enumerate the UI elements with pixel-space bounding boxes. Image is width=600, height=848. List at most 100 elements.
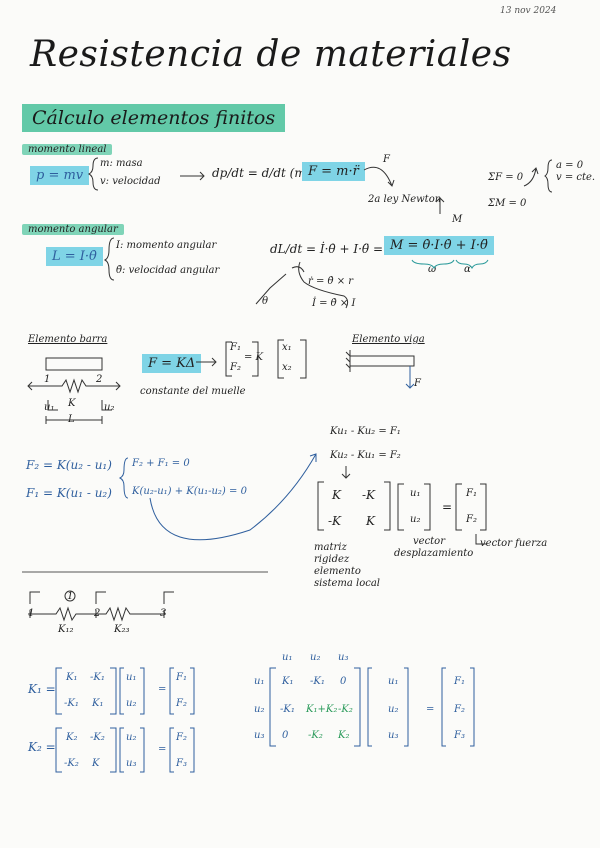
force-label: F <box>383 154 390 165</box>
cross-i: İ = θ̇ × I <box>312 298 356 309</box>
g-31: 0 <box>282 730 289 741</box>
f2: F₂ <box>230 362 241 373</box>
k1-u1: u₁ <box>126 672 137 683</box>
r2: Ku₂ - Ku₁ = F₂ <box>330 450 401 461</box>
eq-lineal-box: F = m·r̈ <box>302 162 365 181</box>
g-row3: u₃ <box>254 730 265 741</box>
brace-lineal <box>87 157 99 191</box>
m-f2: F₂ <box>466 514 477 525</box>
matriz-label: matriz rigidez elemento sistema local <box>314 542 381 589</box>
k2-12: -K₂ <box>90 732 105 743</box>
f-kd: F = KΔ <box>142 354 202 373</box>
k1-22: K₁ <box>92 698 104 709</box>
bar-f1-arrow <box>27 381 44 391</box>
g-33: K₂ <box>338 730 350 741</box>
under-w: ω <box>428 264 437 275</box>
node-1: 1 <box>44 374 51 385</box>
m-u2: u₂ <box>410 514 421 525</box>
bracket-u <box>397 483 431 531</box>
g-23: -K₂ <box>338 704 353 715</box>
g-21: -K₁ <box>280 704 295 715</box>
g-eq: = <box>426 704 435 715</box>
eq-line2: F₁ = K(u₁ - u₂) <box>26 486 112 500</box>
date: 13 nov 2024 <box>500 6 557 16</box>
underbrace-w <box>411 259 455 270</box>
def-v: v: velocidad <box>100 176 161 187</box>
bar-line <box>28 378 116 394</box>
k1-eq: = <box>158 684 167 695</box>
g-col2: u₂ <box>310 652 321 663</box>
g-f1: F₁ <box>454 676 465 687</box>
arrow-m <box>435 197 445 214</box>
m-k-21: -K <box>328 514 342 528</box>
k12: K₁₂ <box>58 624 74 635</box>
g-12: -K₁ <box>310 676 325 687</box>
bar-f2-arrow <box>104 381 121 391</box>
circle-1-label: 1 <box>67 591 74 602</box>
bracket-k <box>317 481 391 531</box>
brace-result <box>544 159 553 193</box>
g-col3: u₃ <box>338 652 349 663</box>
bracket-f <box>225 341 259 377</box>
formula-momento-lineal: p = mv <box>30 166 90 185</box>
g-row2: u₂ <box>254 704 265 715</box>
k23: K₂₃ <box>114 624 130 635</box>
k2-u2: u₂ <box>126 732 137 743</box>
g-22: K₁+K₂ <box>306 704 338 715</box>
two-spring <box>28 606 166 622</box>
m-eq: = <box>442 500 453 514</box>
m-u1: u₁ <box>410 488 421 499</box>
f1: F₁ <box>230 342 241 353</box>
rot-sketch <box>255 273 287 305</box>
k2-eq: = <box>158 744 167 755</box>
arrow-sum <box>523 167 539 187</box>
k2-21: -K₂ <box>64 758 79 769</box>
arrow-down <box>341 466 351 479</box>
k2-f2: F₂ <box>176 732 187 743</box>
pointer-fuerza <box>475 534 486 545</box>
vector-fuerza-label: vector fuerza <box>480 538 548 549</box>
g-32: -K₂ <box>308 730 323 741</box>
force-viga: F <box>414 378 421 389</box>
bracket-x <box>277 339 307 379</box>
def-i: I: momento angular <box>116 240 217 251</box>
curve-arrow <box>149 453 317 541</box>
sum-f: ΣF = 0 <box>488 172 524 183</box>
arrow-f <box>363 166 395 187</box>
g-f3: F₃ <box>454 730 465 741</box>
bar-len <box>45 416 103 424</box>
under-alpha: α <box>464 264 471 275</box>
beam-arrow <box>405 366 415 389</box>
node-ticks <box>29 610 165 618</box>
beam-element <box>349 355 415 367</box>
eq-angular-lhs: dL/dt = İ·θ̇ + I·θ̈ = <box>270 242 383 256</box>
spring-k: K <box>68 398 76 409</box>
moment-label: M <box>452 214 463 225</box>
def-theta: θ̇: velocidad angular <box>116 265 220 276</box>
sum-m: ΣM = 0 <box>488 198 527 209</box>
bar-u-marks <box>47 400 112 411</box>
arrow-lineal <box>180 171 205 181</box>
g-u2: u₂ <box>388 704 399 715</box>
k1-21: -K₁ <box>64 698 79 709</box>
m-k-22: K <box>366 514 375 528</box>
g-13: 0 <box>340 676 347 687</box>
g-u3: u₃ <box>388 730 399 741</box>
k2-f3: F₃ <box>176 758 187 769</box>
x1: x₁ <box>282 342 292 353</box>
node-circle <box>64 590 76 602</box>
u2-bar: u₂ <box>104 402 115 413</box>
k1-f2: F₂ <box>176 698 187 709</box>
underbrace-alpha <box>455 259 489 270</box>
arrow-equiv <box>196 357 217 367</box>
k2-u3: u₃ <box>126 758 137 769</box>
k1-11: K₁ <box>66 672 78 683</box>
g-col1: u₁ <box>282 652 293 663</box>
formula-momento-angular: L = I·θ̇ <box>46 247 103 266</box>
k1-f1: F₁ <box>176 672 187 683</box>
brace-angular <box>103 237 115 281</box>
k1-u2: u₂ <box>126 698 137 709</box>
bar-element <box>45 357 103 371</box>
constante-muelle: constante del muelle <box>140 386 246 397</box>
